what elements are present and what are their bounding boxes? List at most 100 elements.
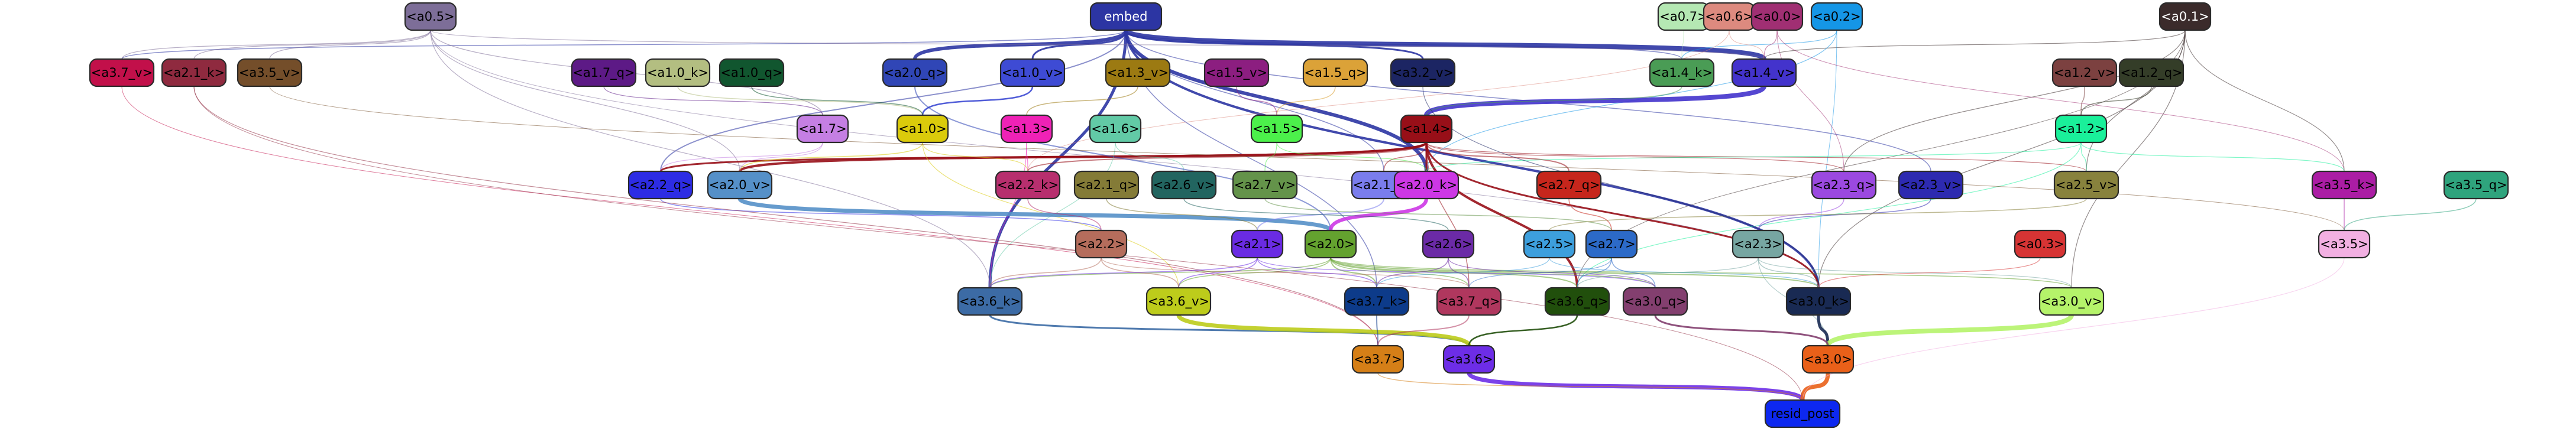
node-a2-6[interactable]: <a2.6>: [1422, 229, 1475, 259]
edge-a0_6-to-a1_4_v: [1729, 30, 1765, 60]
node-a2-0-v[interactable]: <a2.0_v>: [707, 170, 773, 200]
edge-a3_5_v-to-a3_5: [269, 86, 2345, 231]
node-a1-3-v[interactable]: <a1.3_v>: [1105, 58, 1171, 87]
node-label: <a1.0_k>: [647, 66, 708, 80]
edge-a0_2-to-a3_0_k: [1818, 30, 1837, 288]
node-a0-6[interactable]: <a0.6>: [1703, 2, 1756, 31]
node-a2-1-k[interactable]: <a2.1_k>: [161, 58, 227, 87]
edge-a2_5_v-to-a2_5: [1549, 198, 2087, 231]
node-a0-5[interactable]: <a0.5>: [404, 2, 457, 31]
edge-a2_0-to-a3_0_k: [1330, 257, 1819, 288]
node-box: [2014, 229, 2067, 259]
node-a2-5[interactable]: <a2.5>: [1523, 229, 1576, 259]
node-a1-7[interactable]: <a1.7>: [796, 114, 849, 144]
node-a3-5-q[interactable]: <a3.5_q>: [2443, 170, 2509, 200]
node-label: <a1.5_v>: [1206, 66, 1267, 80]
node-a1-6[interactable]: <a1.6>: [1089, 114, 1142, 144]
node-box: [999, 58, 1066, 87]
edge-a1_4_v-to-a1_4: [1424, 85, 1766, 116]
edge-a2_2-to-a3_7_q: [1101, 257, 1470, 288]
node-a1-5[interactable]: <a1.5>: [1250, 114, 1303, 144]
node-a3-0[interactable]: <a3.0>: [1801, 345, 1855, 374]
node-a2-0[interactable]: <a2.0>: [1304, 229, 1357, 259]
node-a0-7[interactable]: <a0.7>: [1657, 2, 1710, 31]
node-a1-5-q[interactable]: <a1.5_q>: [1302, 58, 1368, 87]
node-a3-5[interactable]: <a3.5>: [2318, 229, 2371, 259]
node-a3-7-q[interactable]: <a3.7_q>: [1436, 287, 1502, 316]
node-a3-7-k[interactable]: <a3.7_k>: [1344, 287, 1410, 316]
node-box: [1585, 229, 1638, 259]
node-label: <a2.0_k>: [1396, 178, 1457, 193]
node-a3-0-q[interactable]: <a3.0_q>: [1622, 287, 1688, 316]
node-a1-2-q[interactable]: <a1.2_q>: [2118, 58, 2185, 87]
node-embed[interactable]: embed: [1089, 2, 1163, 31]
node-a1-2-v[interactable]: <a1.2_v>: [2051, 58, 2118, 87]
node-box: [1075, 229, 1128, 259]
node-label: <a1.2_v>: [2054, 66, 2115, 80]
node-label: <a1.0_v>: [1002, 66, 1063, 80]
node-label: <a3.2_v>: [1392, 66, 1454, 80]
node-a1-0-q[interactable]: <a1.0_q>: [719, 58, 785, 87]
edge-a1_5-to-a2_0_k: [1276, 142, 1427, 172]
edge-a1_2-to-a3_5_k: [2080, 142, 2345, 172]
node-a2-3[interactable]: <a2.3>: [1732, 229, 1785, 259]
node-a1-4-v[interactable]: <a1.4_v>: [1731, 58, 1797, 87]
node-a2-7-q[interactable]: <a2.7_q>: [1536, 170, 1602, 200]
node-a1-4[interactable]: <a1.4>: [1400, 114, 1453, 144]
node-a0-3[interactable]: <a0.3>: [2014, 229, 2067, 259]
node-a2-0-k[interactable]: <a2.0_k>: [1393, 170, 1459, 200]
node-box: [2053, 170, 2119, 200]
node-a1-0-k[interactable]: <a1.0_k>: [645, 58, 711, 87]
node-a2-1-q[interactable]: <a2.1_q>: [1073, 170, 1140, 200]
node-a3-7[interactable]: <a3.7>: [1351, 345, 1404, 374]
edge-a2_7_q-to-a2_7: [1568, 198, 1612, 231]
node-a1-0[interactable]: <a1.0>: [896, 114, 949, 144]
edge-a2_0_v-to-a2_0: [737, 196, 1333, 233]
node-a3-6-q[interactable]: <a3.6_q>: [1544, 287, 1610, 316]
node-a3-6[interactable]: <a3.6>: [1442, 345, 1496, 374]
node-box: [896, 114, 949, 144]
node-a3-2-v[interactable]: <a3.2_v>: [1390, 58, 1456, 87]
node-a3-6-k[interactable]: <a3.6_k>: [957, 287, 1023, 316]
node-a3-7-v[interactable]: <a3.7_v>: [89, 58, 155, 87]
node-a2-6-v[interactable]: <a2.6_v>: [1151, 170, 1217, 200]
edge-a1_0-to-a2_2_k: [922, 142, 1028, 172]
node-a3-0-v[interactable]: <a3.0_v>: [2038, 287, 2105, 316]
node-a2-2-q[interactable]: <a2.2_q>: [627, 170, 694, 200]
node-a1-4-k[interactable]: <a1.4_k>: [1649, 58, 1715, 87]
node-box: [707, 170, 773, 200]
edge-a1_7_q-to-a1_7: [603, 86, 823, 116]
node-box: [1232, 170, 1298, 200]
edge-a3_6_k-to-a3_6: [989, 314, 1470, 346]
node-a2-2[interactable]: <a2.2>: [1075, 229, 1128, 259]
node-a3-5-v[interactable]: <a3.5_v>: [237, 58, 303, 87]
node-a0-1[interactable]: <a0.1>: [2158, 2, 2212, 31]
node-a2-5-v[interactable]: <a2.5_v>: [2053, 170, 2119, 200]
edge-a1_0_q-to-a1_0: [751, 86, 923, 116]
node-label: <a3.7_k>: [1346, 294, 1407, 309]
node-a1-3[interactable]: <a1.3>: [1000, 114, 1053, 144]
node-a1-0-v[interactable]: <a1.0_v>: [999, 58, 1066, 87]
edge-a3_6_q-to-a3_6: [1468, 314, 1578, 346]
node-a2-7[interactable]: <a2.7>: [1585, 229, 1638, 259]
node-a1-7-q[interactable]: <a1.7_q>: [571, 58, 637, 87]
node-a2-7-v[interactable]: <a2.7_v>: [1232, 170, 1298, 200]
node-a2-0-q[interactable]: <a2.0_q>: [882, 58, 948, 87]
node-label: <a0.5>: [406, 9, 454, 24]
node-a1-2[interactable]: <a1.2>: [2054, 114, 2108, 144]
node-a2-2-k[interactable]: <a2.2_k>: [995, 170, 1061, 200]
node-a3-0-k[interactable]: <a3.0_k>: [1785, 287, 1852, 316]
node-a3-6-v[interactable]: <a3.6_v>: [1145, 287, 1212, 316]
node-resid-post[interactable]: resid_post: [1764, 399, 1841, 428]
node-label: <a3.7_q>: [1438, 294, 1500, 309]
node-a2-1[interactable]: <a2.1>: [1231, 229, 1284, 259]
node-box: [404, 2, 457, 31]
node-label: <a1.5_q>: [1304, 66, 1366, 80]
node-a0-2[interactable]: <a0.2>: [1810, 2, 1863, 31]
node-a2-3-q[interactable]: <a2.3_q>: [1811, 170, 1877, 200]
node-a1-5-v[interactable]: <a1.5_v>: [1203, 58, 1270, 87]
node-a0-0[interactable]: <a0.0>: [1750, 2, 1804, 31]
node-a2-3-v[interactable]: <a2.3_v>: [1898, 170, 1964, 200]
node-label: <a1.2_q>: [2120, 66, 2182, 80]
node-a3-5-k[interactable]: <a3.5_k>: [2311, 170, 2377, 200]
